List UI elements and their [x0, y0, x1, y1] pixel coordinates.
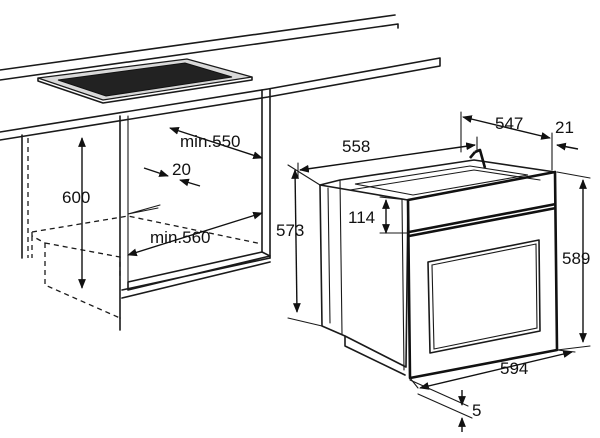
dim-20-arrow-b	[179, 178, 201, 187]
dim-20-arrow-a	[143, 167, 169, 177]
label-589: 589	[562, 249, 590, 268]
kitchen-cabinet	[0, 14, 441, 331]
dim-547-arrow	[462, 115, 551, 140]
drawer-outline	[27, 138, 263, 319]
oven	[319, 148, 559, 380]
dim-594-arrow	[419, 350, 573, 390]
label-min550: min.550	[180, 132, 240, 151]
label-min560: min.560	[150, 228, 210, 247]
countertop	[0, 14, 441, 141]
label-20: 20	[172, 160, 191, 179]
oven-top	[319, 159, 556, 201]
dim-573-arrow	[291, 169, 301, 313]
oven-control-panel	[408, 202, 557, 238]
label-547: 547	[495, 114, 523, 133]
label-5: 5	[472, 401, 481, 420]
label-558: 558	[342, 137, 370, 156]
niche-floor	[121, 251, 271, 299]
dim-21-arrow	[556, 142, 579, 151]
label-21: 21	[555, 118, 574, 137]
niche-right-wall	[261, 88, 271, 259]
oven-dimensions	[287, 111, 591, 432]
dim-min550-arrow	[169, 127, 263, 159]
label-573: 573	[276, 221, 304, 240]
oven-base	[344, 335, 406, 376]
label-594: 594	[500, 359, 528, 378]
dim-558-arrow	[299, 142, 476, 173]
hob	[37, 58, 253, 104]
niche-shelf	[127, 204, 161, 215]
dim-min560-arrow	[127, 211, 263, 257]
label-600: 600	[62, 188, 90, 207]
dimension-labels: 600 min.550 20 min.560 558 547 21 573 11…	[62, 114, 590, 420]
oven-window	[427, 239, 541, 354]
label-114: 114	[348, 208, 375, 227]
niche-dimensions	[78, 127, 263, 289]
